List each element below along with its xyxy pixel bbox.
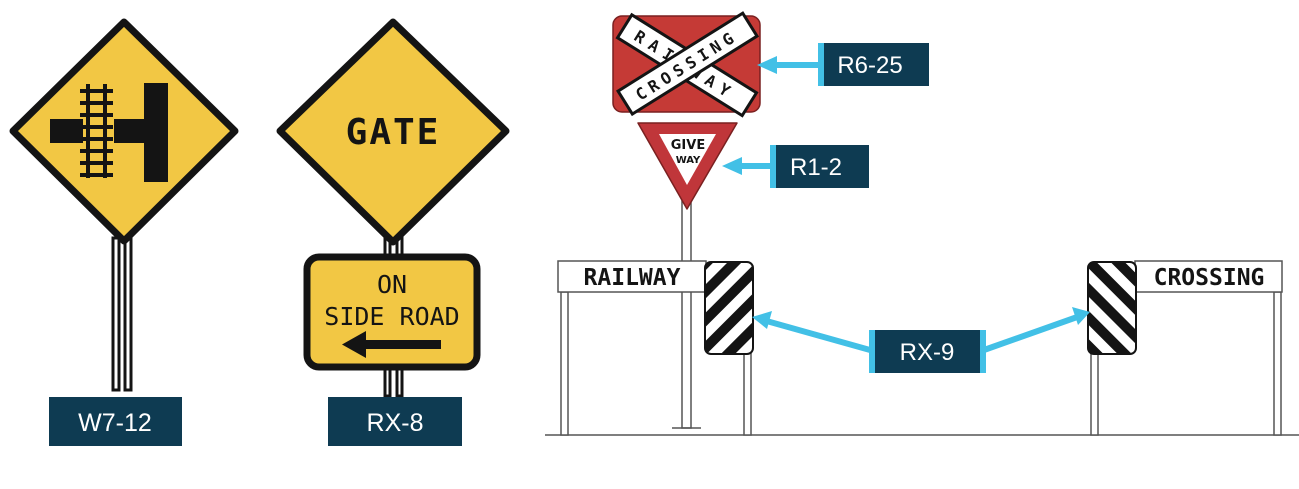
crossbuck-arm-2 — [615, 11, 760, 117]
railway-board — [557, 260, 707, 293]
plate-line-1: ON — [377, 270, 407, 299]
crossing-board-text: CROSSING — [1154, 265, 1265, 291]
gate-text: GATE — [346, 112, 441, 153]
giveway-line-1: GIVE — [671, 138, 705, 153]
giveway-inner — [659, 134, 716, 185]
rx-8-sign: GATE ON SIDE ROAD — [276, 18, 510, 398]
r6-25-label-text: R6-25 — [837, 52, 902, 79]
center-post — [681, 199, 692, 429]
r1-2-callout: R1-2 — [722, 145, 869, 188]
r6-25-callout: R6-25 — [757, 43, 929, 86]
w7-12-label-text: W7-12 — [78, 409, 152, 437]
rx-9-label-text: RX-9 — [900, 339, 955, 366]
rx-8-label-text: RX-8 — [367, 409, 424, 437]
r6-25-sign: RAILWAY CROSSING — [612, 11, 761, 118]
giveway-line-2: WAY — [676, 155, 701, 166]
rx-8-label: RX-8 — [328, 397, 462, 446]
plate-line-2: SIDE ROAD — [324, 302, 459, 331]
r1-2-label-text: R1-2 — [790, 154, 842, 181]
railway-board-text: RAILWAY — [584, 265, 681, 291]
left-arrow-icon — [342, 331, 441, 358]
rx-9-marker-left — [704, 261, 754, 355]
railway-board-structure: RAILWAY — [557, 260, 752, 436]
w7-12-sign — [9, 18, 239, 392]
rx-8-gate-diamond — [276, 18, 510, 246]
rx-9-marker-right — [1087, 261, 1137, 355]
on-side-road-plate — [303, 253, 481, 371]
r1-2-sign: GIVE WAY — [637, 122, 738, 210]
rx-9-callout: RX-9 — [752, 307, 1090, 373]
w7-12-posts — [111, 236, 133, 392]
railway-side-road-junction-icon — [50, 83, 168, 182]
crossing-board-structure: CROSSING — [1090, 260, 1283, 436]
w7-12-label: W7-12 — [49, 397, 182, 446]
